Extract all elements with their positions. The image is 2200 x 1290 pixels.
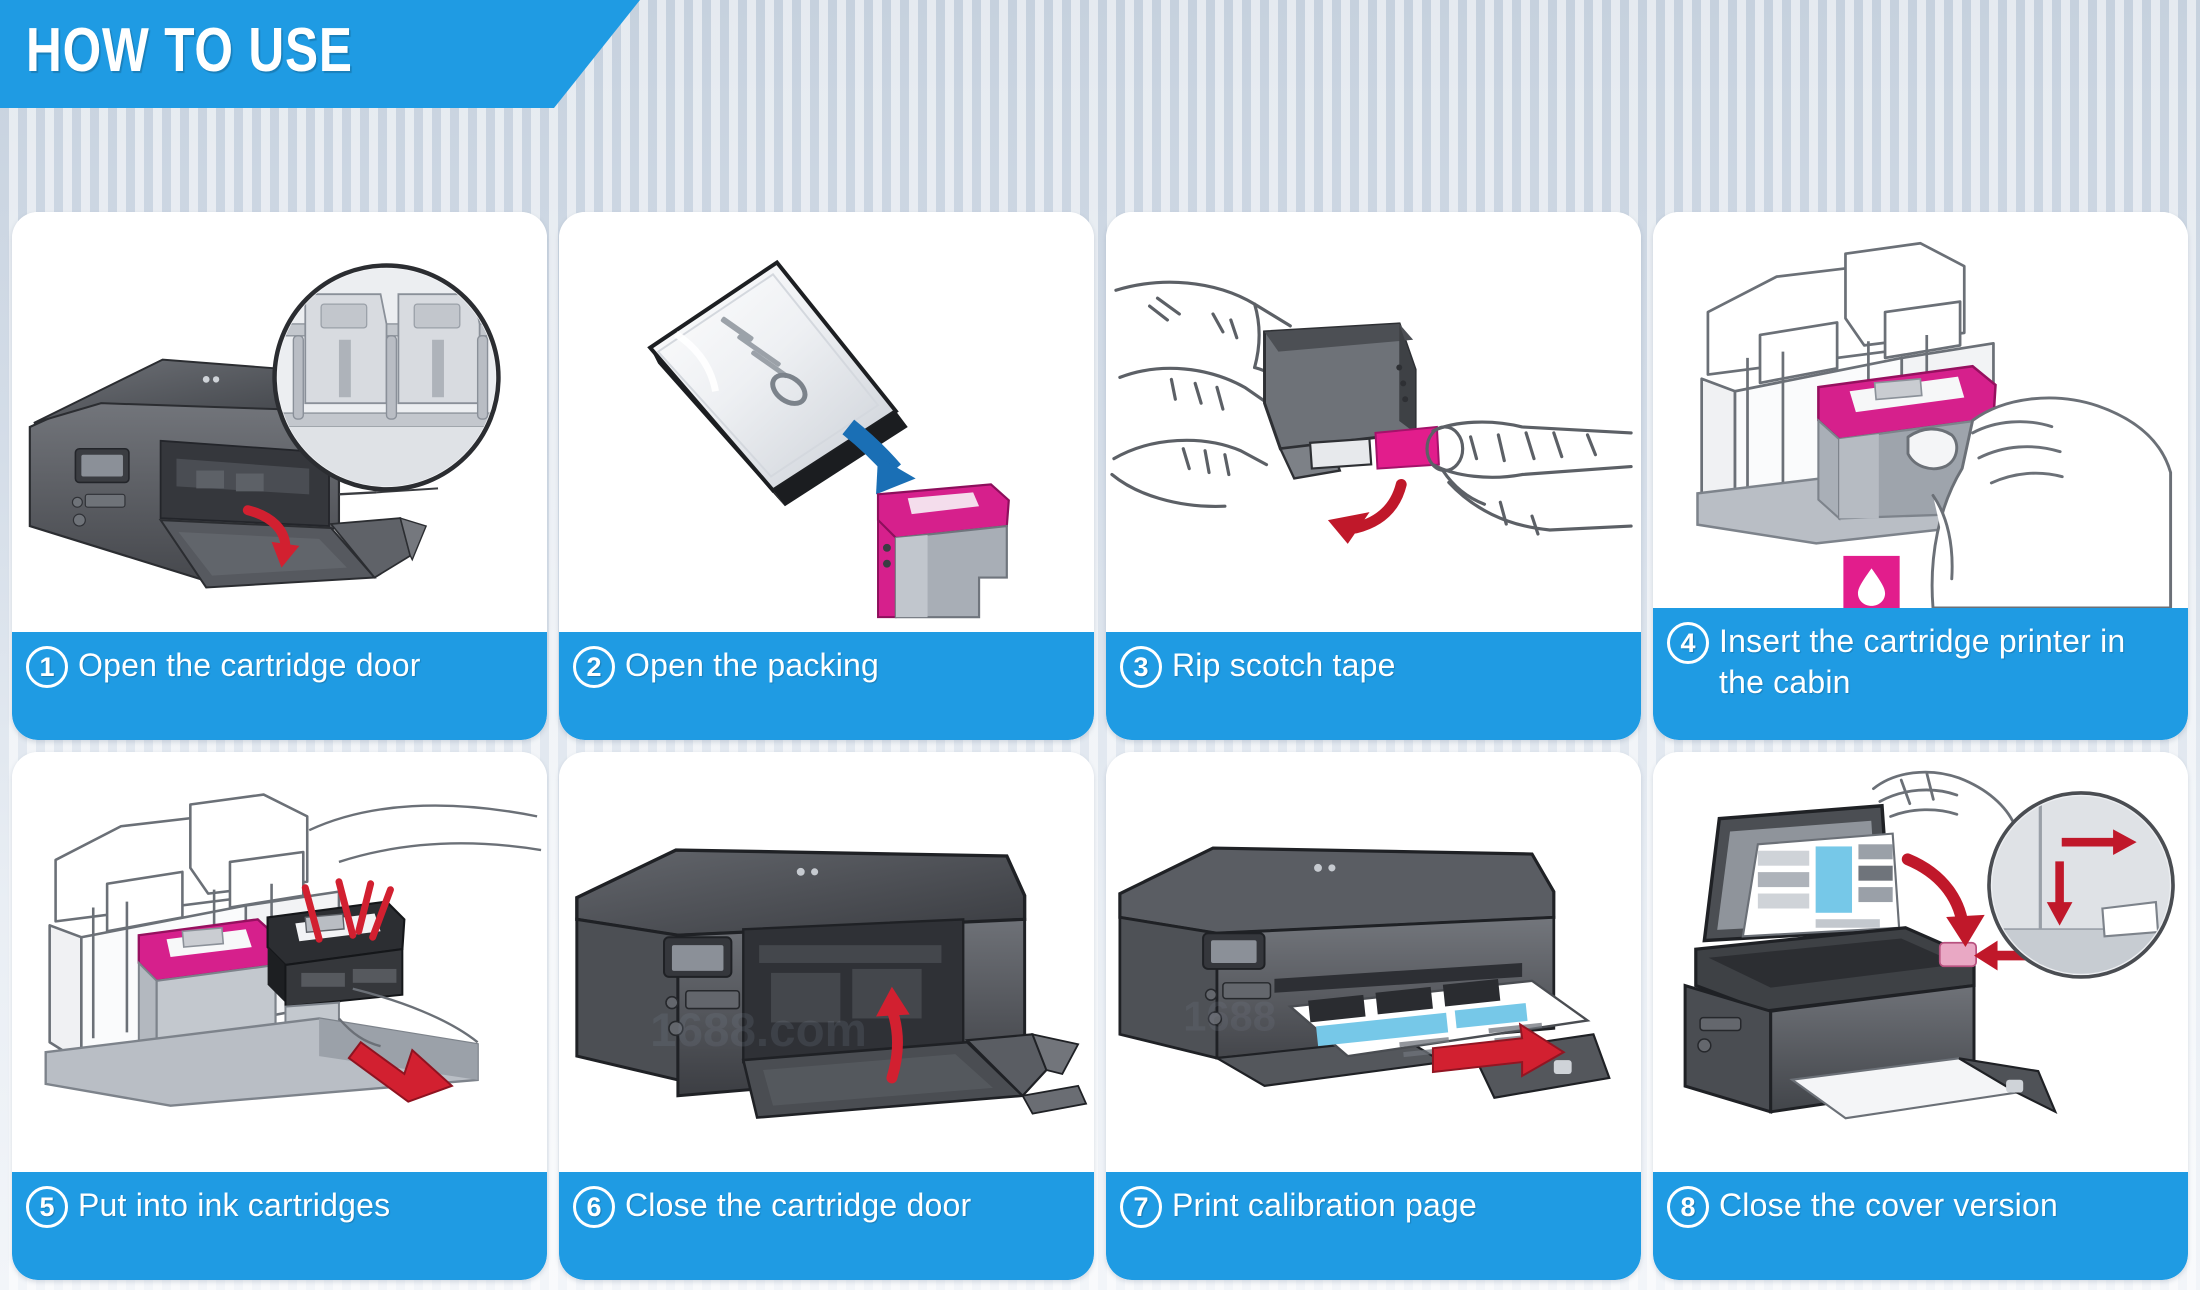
corner-alignment-inset (1987, 791, 2175, 979)
hand-lineart (1906, 396, 2173, 608)
step-label-5: Put into ink cartridges (78, 1187, 391, 1223)
step-card-1[interactable]: 1 Open the cartridge door (12, 212, 547, 740)
magenta-cartridge (137, 918, 279, 1067)
illustration-print-calibration-page: 1688 (1106, 752, 1641, 1172)
cartridge-with-tape (1263, 322, 1417, 480)
blue-arrow (842, 419, 916, 495)
circled-number-3-icon: 3 (1120, 646, 1162, 688)
page-title: HOW TO USE (26, 16, 353, 85)
red-arrow-down (242, 505, 300, 568)
step-label-4: Insert the cartridge printer in the cabi… (1719, 623, 2126, 700)
corner-marker (1938, 941, 1977, 968)
magenta-tape-strip (1374, 425, 1440, 470)
illustration-open-cartridge-door (12, 212, 547, 632)
magenta-ink-badge (1843, 555, 1900, 608)
right-hand-lineart (1425, 420, 1633, 536)
red-arrow-push (347, 1040, 454, 1103)
red-arrow-up (876, 986, 910, 1084)
caption-bar-1: 1 Open the cartridge door (12, 632, 547, 740)
red-arrow-out (1431, 1022, 1566, 1078)
circled-number-4-icon: 4 (1667, 622, 1709, 664)
steps-grid: 1 Open the cartridge door (12, 212, 2188, 1280)
illustration-rip-scotch-tape (1106, 212, 1641, 632)
caption-bar-5: 5 Put into ink cartridges (12, 1172, 547, 1280)
step-card-4[interactable]: 4 Insert the cartridge printer in the ca… (1653, 212, 2188, 740)
guide-lines (308, 804, 542, 1048)
test-patches (1308, 978, 1528, 1047)
caption-bar-6: 6 Close the cartridge door (559, 1172, 1094, 1280)
step-card-7[interactable]: 1688 7 Print calibration page (1106, 752, 1641, 1280)
step-label-7: Print calibration page (1172, 1187, 1478, 1223)
header-banner: HOW TO USE (0, 0, 640, 108)
circled-number-6-icon: 6 (573, 1186, 615, 1228)
test-patches (1757, 844, 1893, 928)
calibration-page-on-glass (1741, 832, 1901, 938)
calibration-page (1287, 978, 1591, 1058)
caption-bar-4: 4 Insert the cartridge printer in the ca… (1653, 608, 2188, 740)
circled-number-7-icon: 7 (1120, 1186, 1162, 1228)
red-stripe-marks (301, 878, 394, 943)
magnifier-inset (272, 263, 501, 492)
illustration-put-into-ink-cartridges (12, 752, 547, 1172)
step-card-6[interactable]: 1688.com 6 Close the cartridge door (559, 752, 1094, 1280)
hand-lineart (1872, 770, 2017, 827)
printer-body (1683, 926, 2058, 1120)
illustration-open-packing (559, 212, 1094, 632)
step-label-1: Open the cartridge door (78, 647, 421, 683)
caption-bar-8: 8 Close the cover version (1653, 1172, 2188, 1280)
caption-bar-2: 2 Open the packing (559, 632, 1094, 740)
caption-bar-7: 7 Print calibration page (1106, 1172, 1641, 1280)
ink-cartridge (876, 483, 1010, 619)
circled-number-1-icon: 1 (26, 646, 68, 688)
circled-number-8-icon: 8 (1667, 1186, 1709, 1228)
step-label-2: Open the packing (625, 647, 880, 683)
illustration-close-cover (1653, 752, 2188, 1172)
red-arrow-place (1901, 853, 1985, 948)
left-hand-lineart (1110, 280, 1296, 508)
step-label-3: Rip scotch tape (1172, 647, 1396, 683)
printer-illustration (575, 848, 1088, 1119)
step-card-3[interactable]: 3 Rip scotch tape (1106, 212, 1641, 740)
watermark-text: 1688 (1183, 992, 1276, 1039)
step-label-8: Close the cover version (1719, 1187, 2058, 1223)
circled-number-5-icon: 5 (26, 1186, 68, 1228)
red-arrow-peel (1327, 478, 1407, 544)
caption-bar-3: 3 Rip scotch tape (1106, 632, 1641, 740)
step-card-5[interactable]: 5 Put into ink cartridges (12, 752, 547, 1280)
step-label-6: Close the cartridge door (625, 1187, 972, 1223)
cartridge-package (647, 259, 908, 507)
illustration-close-cartridge-door: 1688.com (559, 752, 1094, 1172)
circled-number-2-icon: 2 (573, 646, 615, 688)
illustration-insert-cartridge (1653, 212, 2188, 608)
printer-illustration (28, 358, 428, 589)
step-card-8[interactable]: 8 Close the cover version (1653, 752, 2188, 1280)
watermark-text: 1688.com (650, 1004, 867, 1057)
step-card-2[interactable]: 2 Open the packing (559, 212, 1094, 740)
